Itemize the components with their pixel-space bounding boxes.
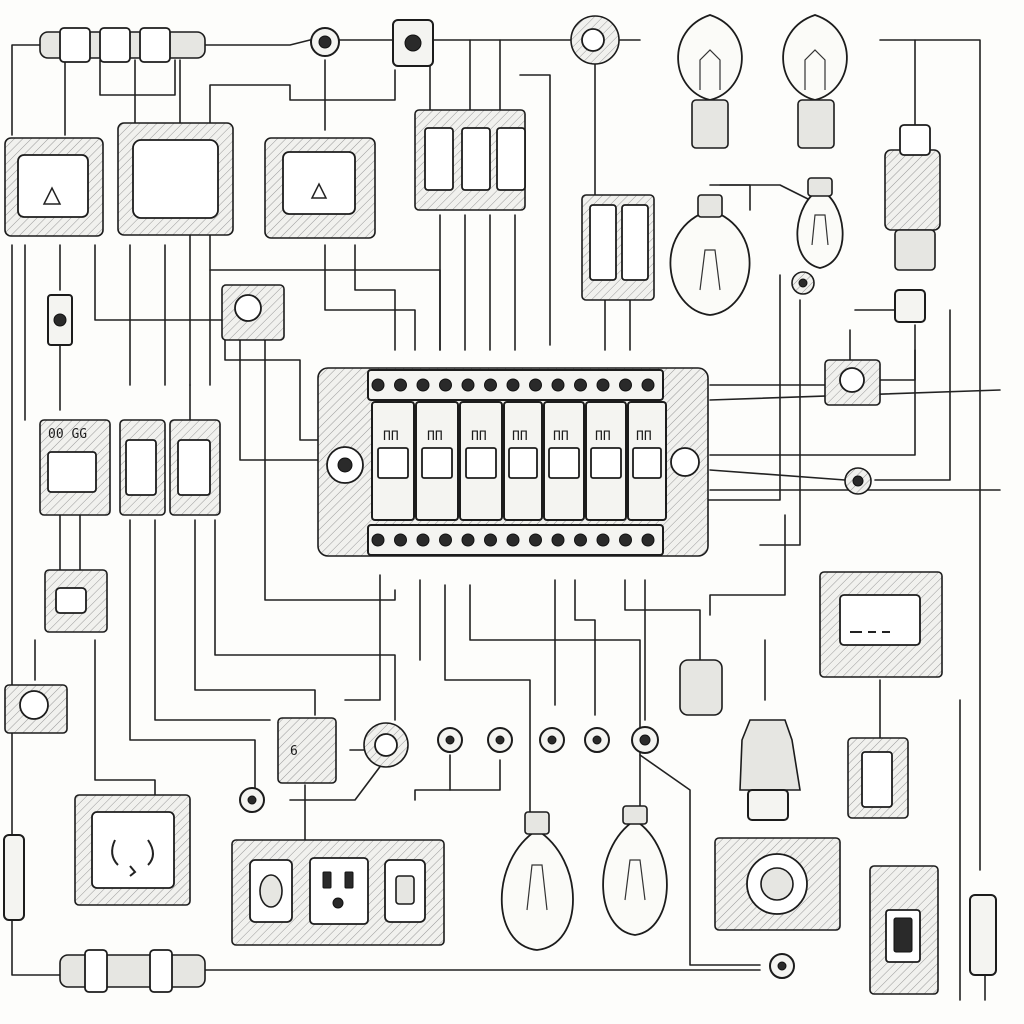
terminal-screw: [394, 533, 407, 547]
terminal-screw: [551, 378, 565, 392]
terminal-screw: [641, 533, 655, 547]
terminal-screw: [596, 378, 610, 392]
breaker-label: ΠΠ: [512, 429, 528, 444]
panel-breaker: ΠΠ: [543, 401, 585, 521]
terminal-screw: [506, 378, 520, 392]
terminal-screw: [439, 378, 452, 392]
top-terminal-connector: [310, 27, 340, 57]
bottom-fuse: [59, 949, 206, 993]
terminal-screw: [416, 533, 430, 547]
junction-connector: [824, 359, 881, 406]
lamp-socket: [739, 719, 801, 821]
switch-box-1: [4, 137, 104, 237]
light-bulb: [677, 14, 743, 149]
terminal-screw: [394, 378, 407, 392]
terminal-screw: [461, 378, 475, 392]
terminal-connector: [239, 787, 265, 813]
top-rotary-connector: [570, 15, 620, 65]
junction-box: 6: [277, 717, 337, 784]
wall-switch: [869, 865, 939, 995]
panel-breaker: ΠΠ: [459, 401, 503, 521]
breaker-label: ΠΠ: [427, 429, 443, 444]
top-terminal-block: [392, 19, 434, 67]
terminal-screw: [619, 378, 632, 392]
left-breaker-label: 00 GG: [48, 427, 87, 442]
rotary-dimmer-plate: [714, 837, 841, 931]
rotary-switch-box: [4, 684, 68, 734]
terminal-screw: [529, 533, 542, 547]
panel-top-terminals: [371, 378, 655, 392]
rotary-switch-box: [221, 284, 285, 341]
left-breaker: [169, 419, 221, 516]
terminal-screw: [371, 533, 385, 547]
terminal-connector: [584, 727, 610, 753]
terminal-connector: [791, 271, 815, 295]
left-breaker: [119, 419, 166, 516]
round-connector: [363, 722, 409, 768]
light-bulb: [796, 177, 844, 269]
wall-outlet: [74, 794, 191, 906]
combo-wall-plate: [231, 839, 445, 946]
breaker-label: ΠΠ: [636, 429, 652, 444]
terminal-screw: [619, 533, 632, 547]
light-bulb: [602, 805, 668, 936]
light-bulb: [669, 194, 751, 316]
inline-fuse: [969, 894, 997, 976]
breaker-label: ΠΠ: [383, 429, 399, 444]
terminal-screw: [484, 378, 497, 392]
terminal-connector: [631, 726, 659, 754]
terminal-screw: [574, 533, 587, 547]
top-breaker-group: [414, 109, 526, 211]
terminal-screw: [596, 533, 610, 547]
breaker-label: ΠΠ: [595, 429, 611, 444]
junction-box-label: 6: [290, 744, 298, 759]
double-switch: [581, 194, 655, 301]
terminal-screw: [551, 533, 565, 547]
panel-breaker: ΠΠ: [415, 401, 459, 521]
light-fixture: [884, 124, 941, 323]
lamp-socket: [679, 659, 723, 716]
breaker-label: ΠΠ: [471, 429, 487, 444]
terminal-screw: [416, 378, 430, 392]
terminal-connector: [437, 727, 463, 753]
terminal-screw: [506, 533, 520, 547]
terminal-connector: [844, 467, 872, 495]
terminal-screw: [371, 378, 385, 392]
warning-icon: [310, 182, 328, 199]
rocker-switch-panel: [819, 571, 943, 678]
warning-icon: [42, 186, 62, 205]
switch-box-2: [117, 122, 234, 236]
outlet-receptacle: [322, 871, 354, 909]
terminal-screw: [574, 378, 587, 392]
breaker-label: ΠΠ: [553, 429, 569, 444]
panel-breaker: ΠΠ: [627, 401, 667, 521]
terminal-screw: [461, 533, 475, 547]
terminal-screw: [641, 378, 655, 392]
terminal-screw: [484, 533, 497, 547]
terminal-connector: [487, 727, 513, 753]
wires: [11, 39, 1001, 1001]
light-bulb: [500, 811, 574, 951]
terminal-connector: [769, 953, 795, 979]
small-switch-box: [44, 569, 108, 633]
panel-breaker: ΠΠ: [371, 401, 415, 521]
panel-breaker: ΠΠ: [585, 401, 627, 521]
terminal-screw: [439, 533, 452, 547]
toggle-switch: [847, 737, 909, 819]
left-breaker: 00 GG: [39, 419, 111, 516]
panel-breaker: ΠΠ: [503, 401, 543, 521]
terminal-connector: [539, 727, 565, 753]
switch-box-3: [264, 137, 376, 239]
panel-bottom-terminals: [371, 533, 655, 547]
small-connector: [47, 294, 73, 346]
inline-fuse: [3, 834, 25, 921]
light-bulb: [782, 14, 848, 149]
top-fuse: [39, 27, 206, 63]
terminal-screw: [529, 378, 542, 392]
